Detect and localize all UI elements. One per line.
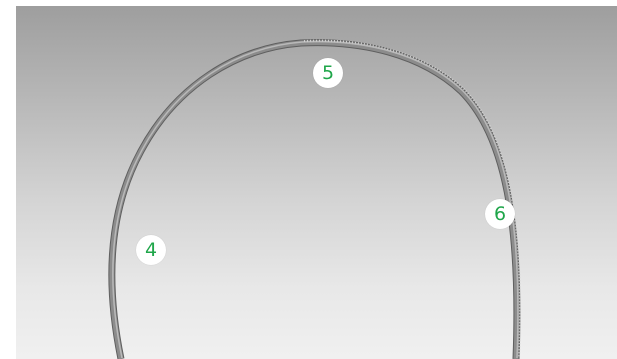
belt-teeth — [303, 39, 521, 358]
marker-5: 5 — [313, 58, 343, 88]
marker-6: 6 — [485, 199, 515, 229]
marker-6-label: 6 — [493, 202, 507, 225]
marker-4: 4 — [136, 235, 166, 265]
belt-loop-image — [108, 39, 521, 359]
marker-4-label: 4 — [144, 238, 158, 261]
marker-5-label: 5 — [321, 61, 335, 84]
belt-highlight — [112, 40, 519, 359]
belt-outer-edge — [108, 39, 521, 359]
photo-frame: 5 6 4 — [16, 6, 617, 359]
